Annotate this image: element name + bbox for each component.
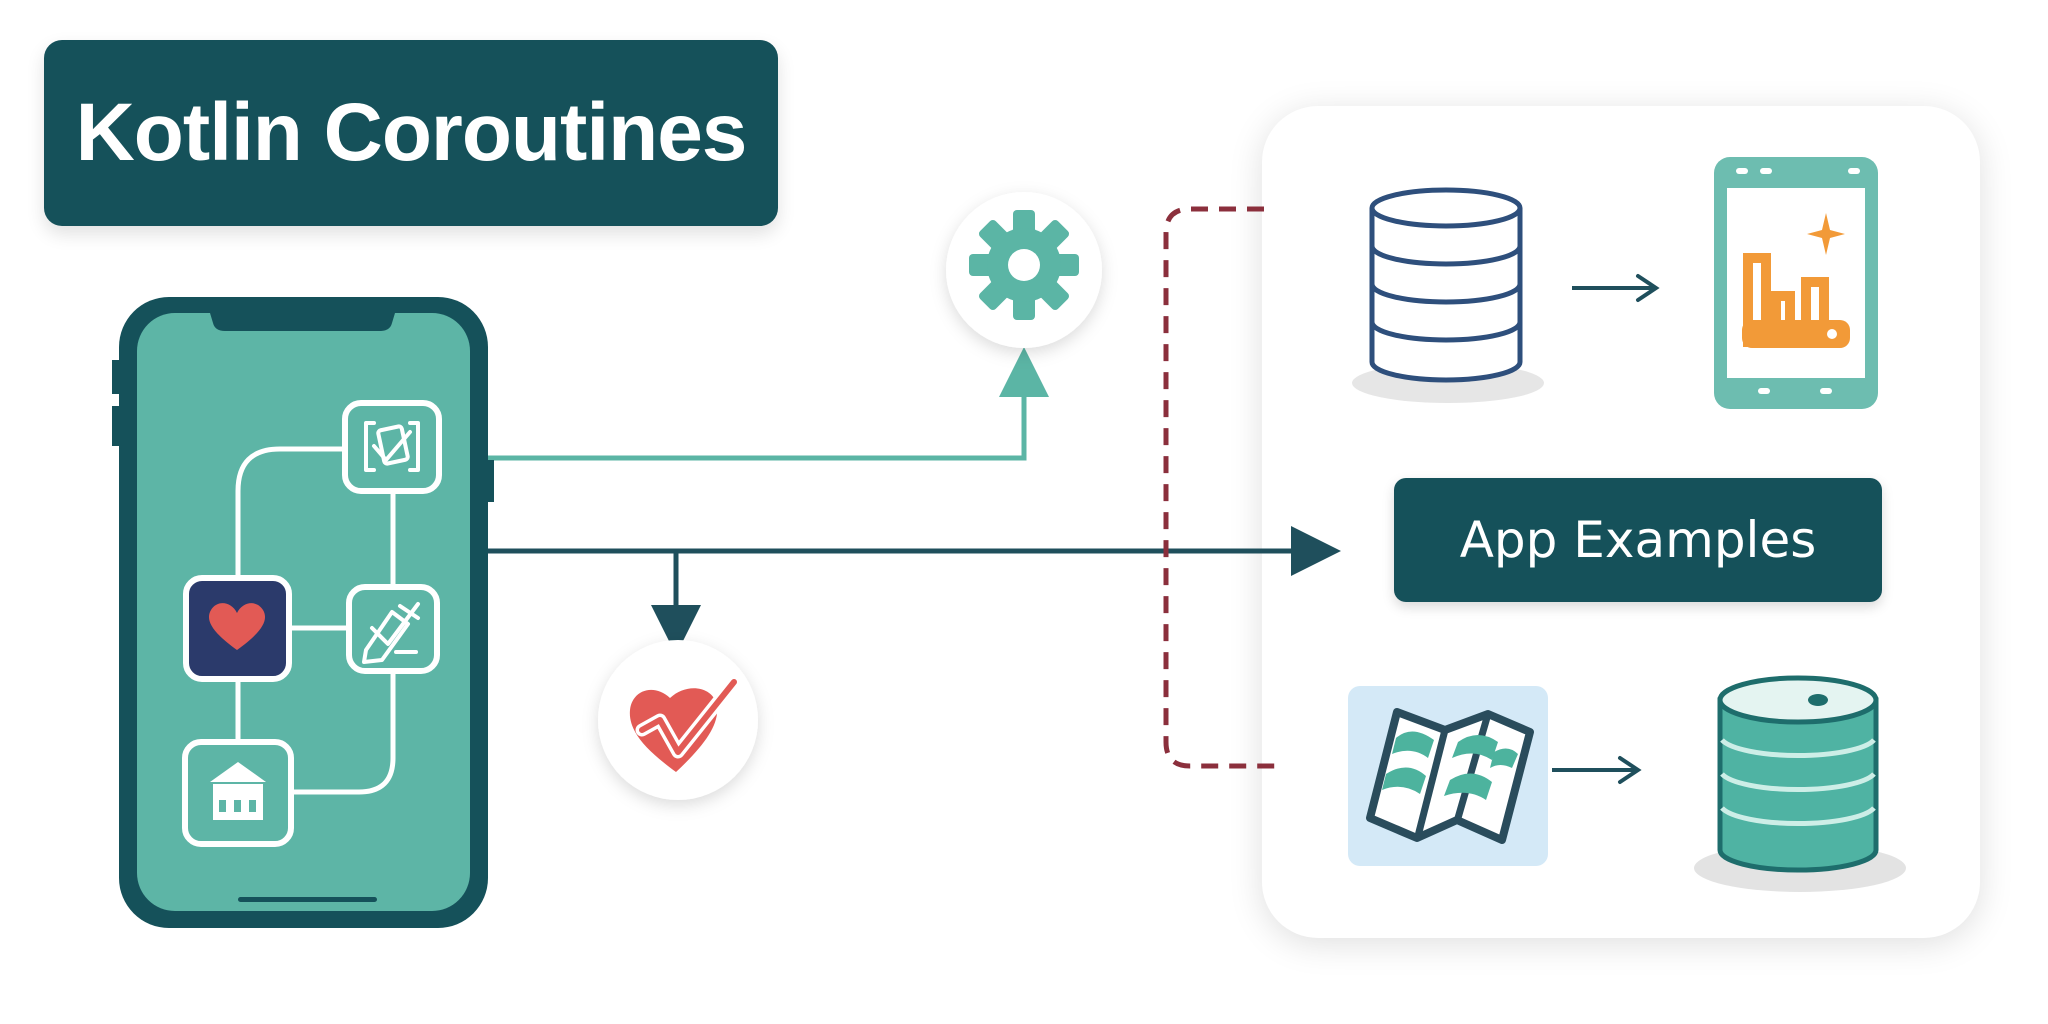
page-title: Kotlin Coroutines bbox=[75, 87, 748, 178]
arrow-database-to-mobile bbox=[1572, 274, 1660, 302]
storage-cylinder-icon bbox=[1694, 675, 1906, 892]
dashed-bracket bbox=[1163, 206, 1276, 769]
gear-icon bbox=[946, 192, 1102, 348]
mobile-chart-icon bbox=[1714, 157, 1878, 409]
store-icon bbox=[182, 739, 294, 847]
title-banner: Kotlin Coroutines bbox=[44, 40, 778, 226]
database-icon bbox=[1352, 187, 1544, 403]
heart-icon bbox=[183, 575, 292, 682]
app-examples-box: App Examples bbox=[1394, 478, 1882, 602]
pencil-check-icon bbox=[346, 584, 440, 674]
arrow-map-to-storage bbox=[1552, 756, 1642, 784]
app-examples-label: App Examples bbox=[1459, 511, 1817, 569]
heart-check-icon bbox=[598, 640, 758, 800]
connector-to-gear bbox=[486, 347, 1049, 461]
map-icon bbox=[1348, 686, 1548, 866]
checklist-icon bbox=[342, 400, 442, 494]
